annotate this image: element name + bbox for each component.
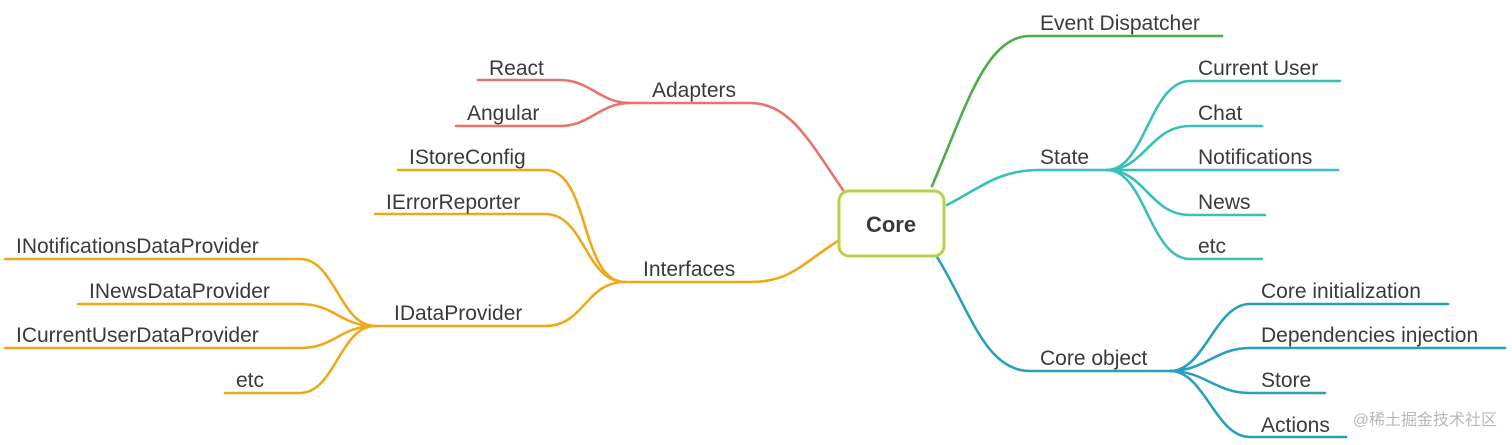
core-to-core-object-connector: [935, 255, 1172, 373]
idataprovider-to-inotifications-connector: [3, 257, 377, 328]
center-node-label: Core: [866, 212, 916, 237]
idataprovider-label[interactable]: IDataProvider: [394, 302, 522, 325]
core-to-interfaces-connector: [623, 239, 840, 284]
react-label[interactable]: React: [489, 57, 544, 80]
idataprovider-etc-label[interactable]: etc: [236, 369, 264, 392]
state-to-chat-connector: [1105, 124, 1264, 172]
adapters-branch: [454, 78, 845, 192]
core-object-to-dependencies-connector: [1168, 346, 1507, 373]
core-object-to-actions-connector: [1168, 369, 1348, 439]
ierrorreporter-label[interactable]: IErrorReporter: [386, 191, 520, 214]
interfaces-to-ierrorreporter-connector: [373, 212, 627, 284]
inotifications-dataprovider-label[interactable]: INotificationsDataProvider: [16, 235, 259, 258]
actions-label[interactable]: Actions: [1261, 414, 1330, 437]
istoreconfig-label[interactable]: IStoreConfig: [409, 146, 526, 169]
dependencies-injection-label[interactable]: Dependencies injection: [1261, 324, 1478, 347]
idataprovider-to-icurrentuser-connector: [3, 324, 377, 350]
interfaces-label[interactable]: Interfaces: [643, 258, 735, 281]
current-user-label[interactable]: Current User: [1198, 57, 1318, 80]
icurrentuser-dataprovider-label[interactable]: ICurrentUserDataProvider: [16, 324, 259, 347]
core-object-to-core-init-connector: [1168, 302, 1450, 373]
idataprovider-to-inews-connector: [76, 302, 377, 328]
center-node-box: [837, 189, 946, 258]
core-object-branch: [935, 255, 1507, 439]
core-initialization-label[interactable]: Core initialization: [1261, 280, 1421, 303]
state-etc-label[interactable]: etc: [1198, 235, 1226, 258]
chat-label[interactable]: Chat: [1198, 102, 1243, 125]
interfaces-to-istoreconfig-connector: [396, 168, 627, 284]
adapters-to-angular-connector: [454, 101, 632, 128]
news-label[interactable]: News: [1198, 191, 1251, 214]
angular-label[interactable]: Angular: [467, 102, 539, 125]
core-to-adapters-connector: [628, 101, 845, 192]
core-object-to-store-connector: [1168, 369, 1327, 395]
adapters-to-react-connector: [476, 78, 632, 105]
core-object-label[interactable]: Core object: [1040, 347, 1148, 370]
adapters-label[interactable]: Adapters: [652, 79, 736, 102]
store-label[interactable]: Store: [1261, 369, 1311, 392]
center-node[interactable]: Core: [837, 189, 946, 258]
core-to-state-connector: [945, 168, 1109, 207]
watermark-text: @稀土掘金技术社区: [1353, 411, 1497, 429]
state-to-current-user-connector: [1105, 79, 1342, 172]
state-to-news-connector: [1105, 168, 1267, 217]
idataprovider-to-etc-connector: [223, 324, 377, 395]
notifications-label[interactable]: Notifications: [1198, 146, 1312, 169]
state-label[interactable]: State: [1040, 146, 1089, 169]
interfaces-to-idataprovider-connector: [373, 280, 627, 328]
event-dispatcher-label[interactable]: Event Dispatcher: [1040, 12, 1200, 35]
state-branch: [945, 79, 1342, 261]
event-dispatcher-branch: [930, 34, 1224, 188]
core-to-event-dispatcher-connector: [930, 34, 1224, 188]
state-to-etc-connector: [1105, 168, 1264, 261]
interfaces-branch: [3, 168, 840, 395]
inews-dataprovider-label[interactable]: INewsDataProvider: [89, 280, 270, 303]
